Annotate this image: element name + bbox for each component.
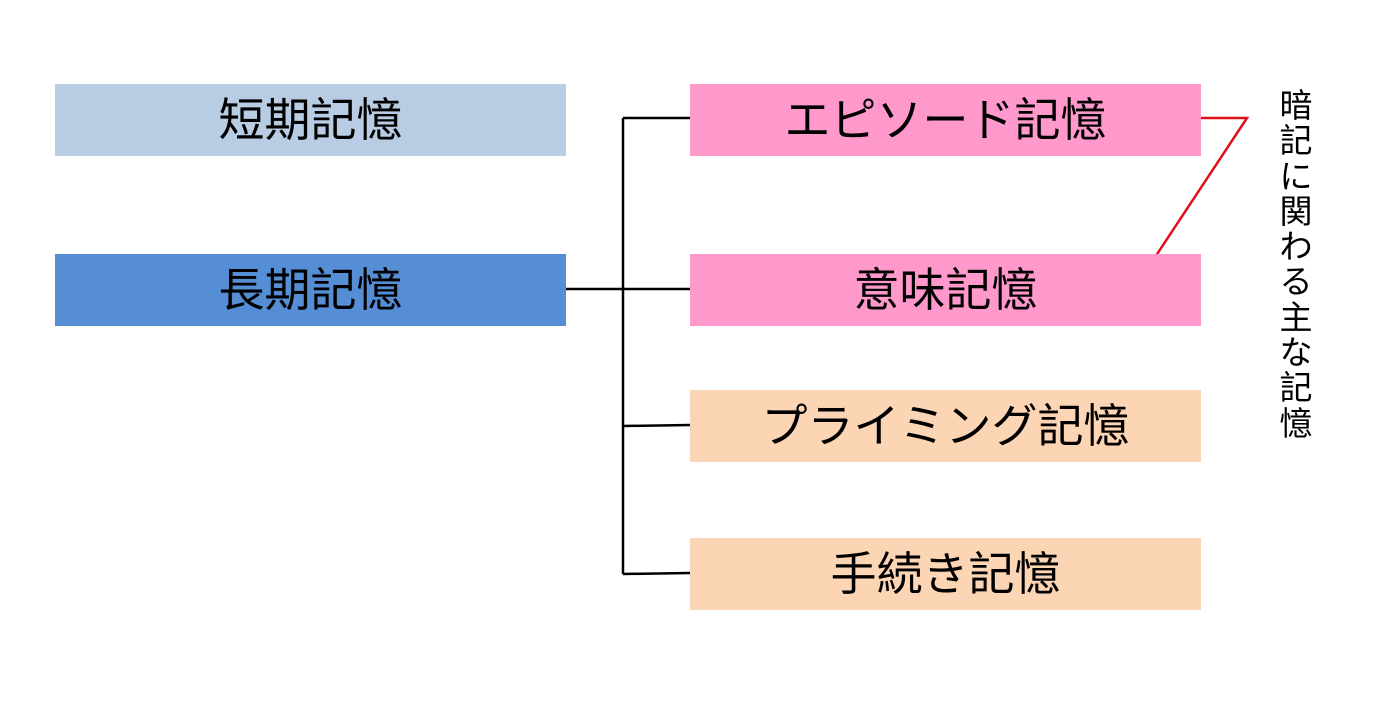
priming-memory-label: プライミング記憶	[761, 399, 1130, 453]
procedural-memory-label: 手続き記憶	[830, 547, 1061, 601]
connector-procedural	[622, 571, 691, 576]
procedural-memory-box: 手続き記憶	[690, 538, 1201, 610]
semantic-memory-label: 意味記憶	[853, 263, 1038, 317]
annotation-char: に	[1279, 156, 1313, 196]
episodic-memory-box: エピソード記憶	[690, 84, 1201, 156]
annotation-char: 関	[1279, 191, 1313, 231]
annotation-char: 記	[1279, 368, 1313, 408]
semantic-memory-box: 意味記憶	[690, 254, 1201, 326]
priming-memory-box: プライミング記憶	[690, 390, 1201, 462]
annotation-char: る	[1279, 262, 1313, 302]
annotation-char: 暗	[1279, 86, 1313, 125]
tree-connectors	[510, 116, 691, 576]
long-term-memory-label: 長期記憶	[218, 263, 403, 317]
short-term-memory-label: 短期記憶	[218, 93, 403, 147]
annotation-char: な	[1279, 333, 1313, 373]
short-term-memory-box: 短期記憶	[55, 84, 566, 156]
annotation-char: 主	[1279, 297, 1313, 337]
episodic-memory-label: エピソード記憶	[784, 93, 1107, 147]
long-term-memory-box: 長期記憶	[55, 254, 566, 326]
annotation-char: 憶	[1279, 403, 1313, 443]
annotation-char: わ	[1279, 227, 1313, 267]
connector-priming	[622, 423, 691, 428]
annotation-vertical-label: 暗記に関わる主な記憶	[1270, 88, 1322, 448]
annotation-char: 記	[1279, 121, 1313, 161]
